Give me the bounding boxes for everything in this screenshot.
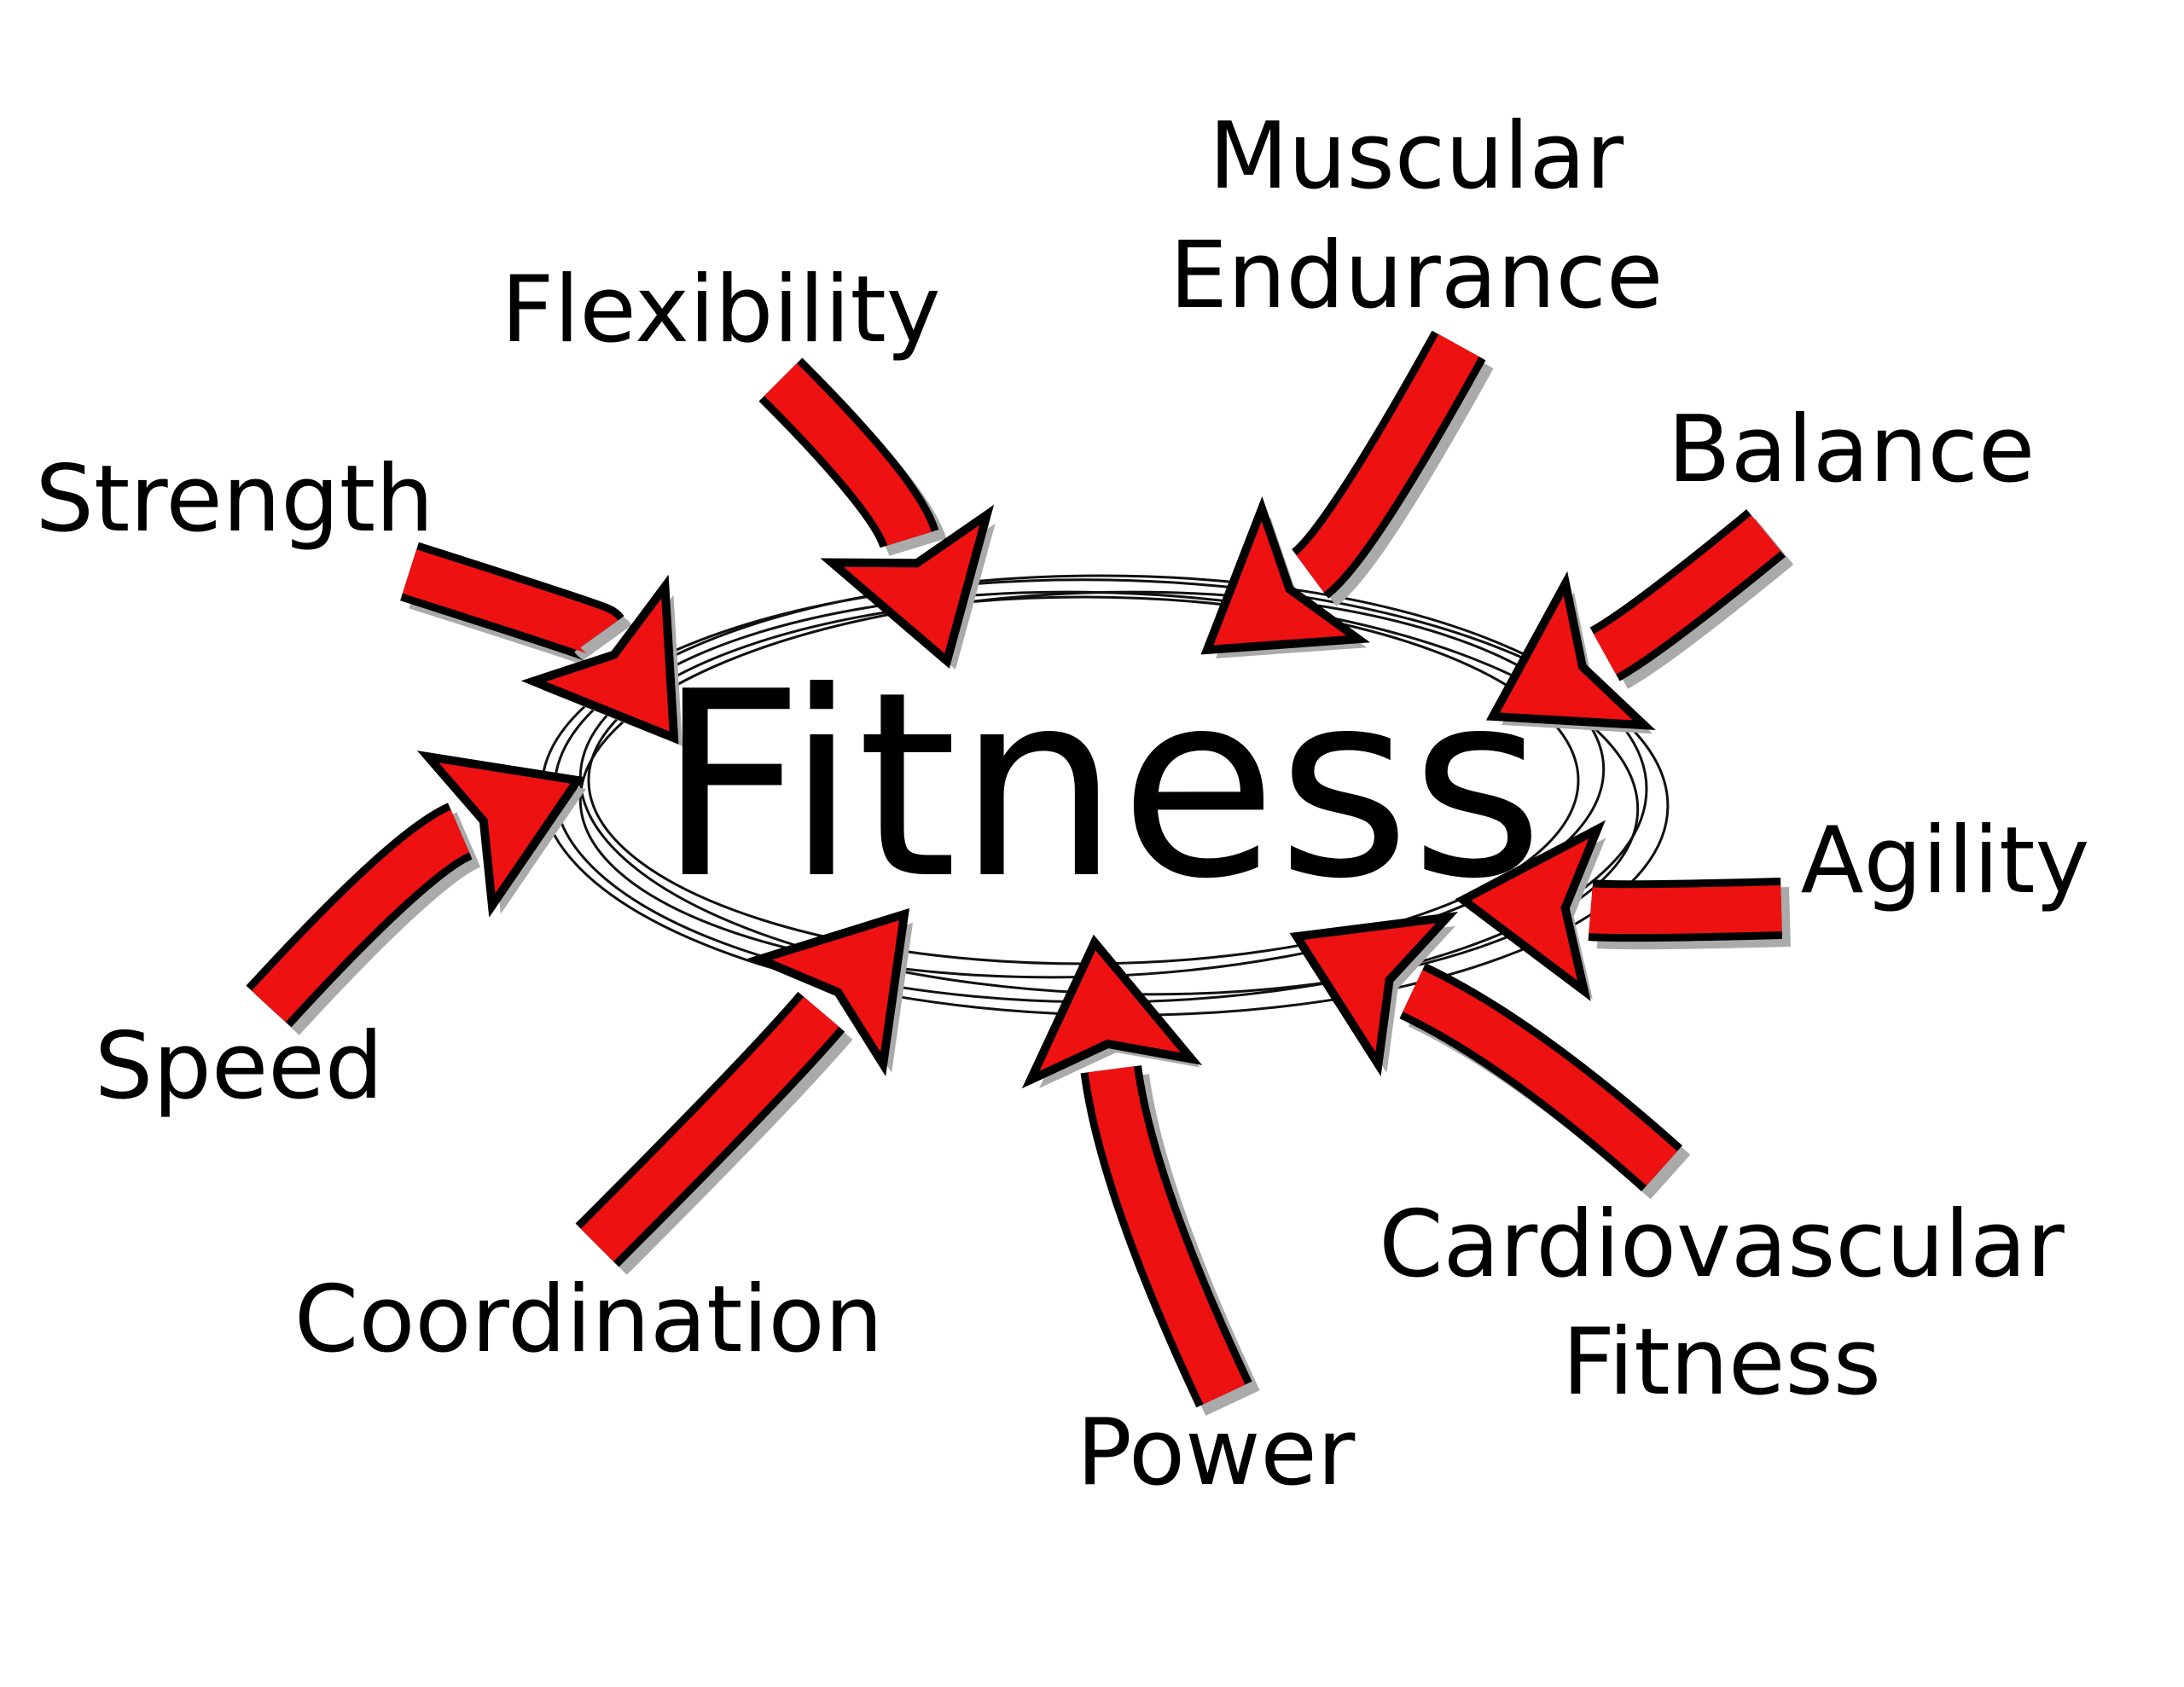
- arrow-power: [1021, 934, 1260, 1416]
- label-balance: Balance: [1668, 397, 2036, 503]
- arrow-head: [746, 907, 910, 1077]
- arrow-strength: [400, 542, 682, 746]
- arrows-group: [246, 330, 1794, 1416]
- label-muscular: Muscular: [1209, 103, 1624, 210]
- arrow-shaft: [580, 996, 839, 1262]
- label-flexibility: Flexibility: [501, 257, 940, 363]
- arrow-head: [1455, 820, 1606, 1002]
- label-agility: Agility: [1801, 808, 2090, 914]
- arrow-balance: [1485, 509, 1794, 734]
- label-speed: Speed: [95, 1013, 384, 1120]
- arrow-shaft: [252, 809, 470, 1023]
- arrow-head: [1289, 912, 1459, 1076]
- label-strength: Strength: [35, 446, 433, 553]
- arrow-agility: [1455, 820, 1791, 1002]
- arrow-head: [820, 504, 995, 669]
- arrow-shaft: [1593, 515, 1781, 675]
- arrow-head: [416, 751, 585, 918]
- label-cardio-fitness: Fitness: [1562, 1309, 1881, 1416]
- label-cardiovascular: Cardiovascular: [1379, 1191, 2065, 1298]
- arrow-shaft: [1589, 885, 1782, 935]
- arrow-shaft: [1295, 333, 1479, 593]
- arrow-head: [520, 574, 679, 745]
- arrow-head: [1200, 496, 1371, 655]
- arrow-shaft: [1088, 1066, 1246, 1405]
- label-power: Power: [1077, 1400, 1356, 1506]
- center-label: Fitness: [657, 637, 1543, 935]
- arrow-muscular-endurance: [1200, 330, 1494, 658]
- label-coordination: Coordination: [294, 1267, 883, 1373]
- arrow-shaft: [764, 362, 932, 547]
- arrow-cardiovascular-fitness: [1289, 912, 1691, 1200]
- arrow-head: [1021, 934, 1203, 1089]
- arrow-head: [1485, 571, 1656, 730]
- label-endurance: Endurance: [1170, 223, 1664, 329]
- arrow-shaft: [1403, 970, 1677, 1186]
- arrow-shaft: [402, 549, 619, 655]
- arrow-coordination: [575, 907, 913, 1275]
- arrow-speed: [246, 751, 586, 1035]
- arrow-flexibility: [758, 357, 996, 670]
